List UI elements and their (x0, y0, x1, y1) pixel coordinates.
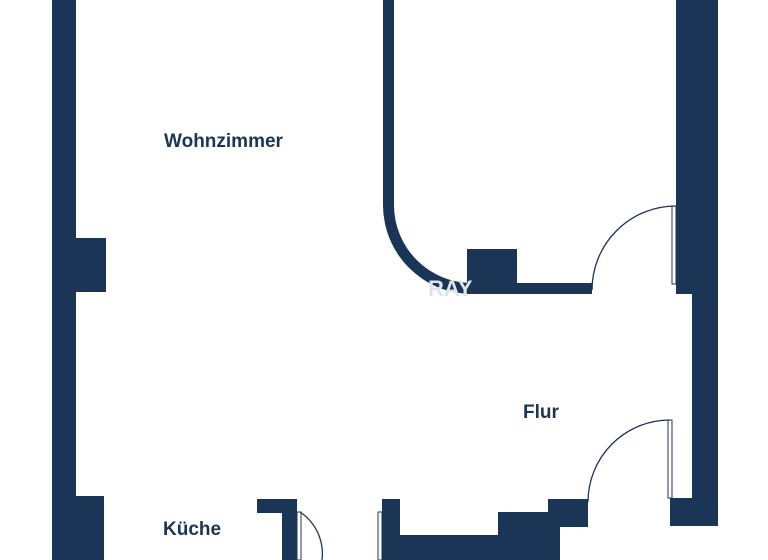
left-wall-lower-pillar (76, 496, 104, 560)
wall-pillar (467, 249, 517, 294)
kitchen-door-jamb (282, 499, 297, 560)
door-leaf-right (377, 511, 383, 560)
door-swing-lower (587, 419, 671, 503)
curved-wall (383, 0, 472, 294)
room-label-wohnzimmer: Wohnzimmer (164, 131, 284, 152)
door-swing-upper (591, 205, 677, 291)
room-label-kueche: Küche (163, 519, 221, 540)
right-exterior-wall (692, 0, 718, 526)
door-leaf-lower-panel (667, 419, 673, 499)
watermark: RAY (428, 276, 473, 301)
door-leaf-upper-panel (671, 205, 677, 285)
left-exterior-wall (52, 0, 76, 560)
doors (296, 205, 677, 560)
right-inner-wall (676, 0, 692, 294)
walls (52, 0, 718, 560)
curved-room-bottom-wall (470, 283, 592, 294)
bottom-wall-left (382, 499, 400, 560)
right-inner-wall-stub (676, 284, 692, 294)
right-wall-step (670, 498, 718, 526)
room-label-flur: Flur (523, 402, 559, 423)
kitchen-door-leaf (296, 511, 302, 560)
bottom-wall-step-2 (548, 499, 588, 527)
left-wall-pillar (76, 238, 106, 292)
kitchen-door-swing (299, 511, 324, 560)
